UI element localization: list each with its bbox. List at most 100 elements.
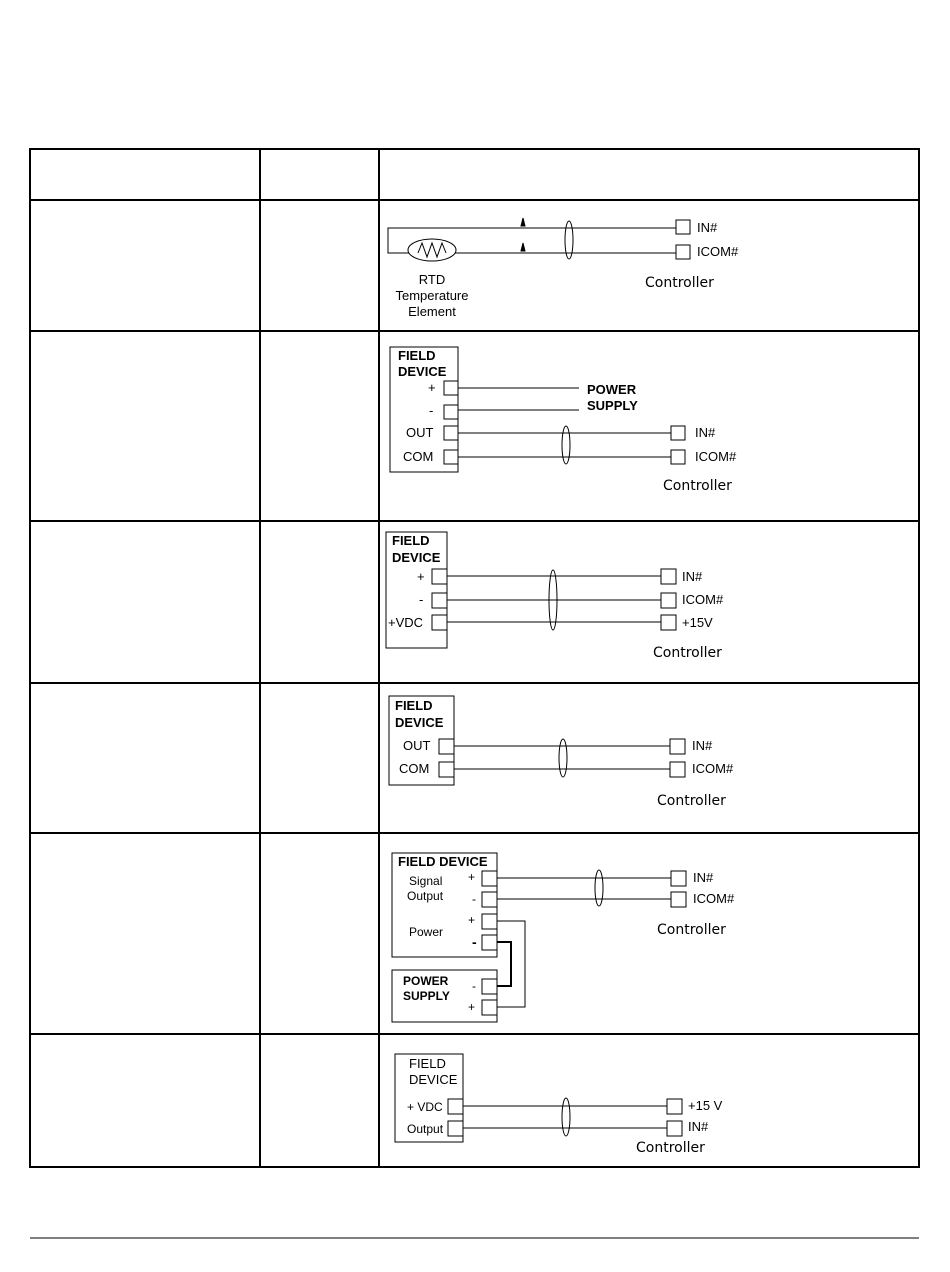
power-supply-label-1: POWER — [587, 382, 637, 397]
controller-label: Controller — [657, 793, 726, 809]
terminal-15v — [660, 614, 677, 631]
terminal-in-label: IN# — [697, 220, 718, 235]
terminal-output — [447, 1120, 464, 1137]
rtd-wiring-diagram: IN# ICOM# Controller RTD Temperature Ele… — [387, 217, 739, 319]
terminal-plus — [443, 380, 459, 396]
field-device-title-1: FIELD — [392, 533, 430, 548]
terminal-power-minus — [481, 934, 498, 951]
com-label: COM — [403, 449, 433, 464]
controller-label: Controller — [657, 922, 726, 938]
terminal-in — [669, 738, 686, 755]
vdc-label: +VDC — [388, 615, 423, 630]
table-outline — [29, 148, 920, 1168]
wire-marker-icon — [520, 217, 526, 227]
power-supply-label-2: SUPPLY — [587, 398, 638, 413]
controller-label: Controller — [645, 275, 714, 291]
power-supply-label-2: SUPPLY — [403, 989, 450, 1003]
terminal-out — [438, 738, 455, 755]
terminal-in-label: IN# — [688, 1119, 709, 1134]
rtd-element-symbol — [407, 238, 457, 262]
shield-ellipse-icon — [548, 569, 558, 631]
terminal-in-label: IN# — [693, 870, 714, 885]
terminal-out — [443, 425, 459, 441]
out-label: OUT — [403, 738, 431, 753]
terminal-in — [670, 870, 687, 887]
terminal-in-label: IN# — [692, 738, 713, 753]
external-power-diagram: FIELD DEVICE Signal Output Power + - + -… — [391, 852, 735, 1023]
rtd-temperature-label: Temperature — [396, 288, 469, 303]
terminal-vdc — [431, 614, 448, 631]
terminal-in — [675, 219, 691, 235]
wire-marker-icon — [520, 242, 526, 252]
terminal-icom-label: ICOM# — [695, 449, 737, 464]
terminal-icom — [660, 592, 677, 609]
field-device-title-2: DEVICE — [392, 550, 441, 565]
field-device-title-2: DEVICE — [409, 1072, 458, 1087]
controller-label: Controller — [636, 1140, 705, 1156]
terminal-icom — [670, 449, 686, 465]
signal-plus-label: + — [468, 870, 475, 884]
power-minus-wire — [497, 941, 512, 987]
terminal-icom-label: ICOM# — [692, 761, 734, 776]
terminal-vdc — [447, 1098, 464, 1115]
terminal-in-label: IN# — [695, 425, 716, 440]
terminal-in — [670, 425, 686, 441]
shield-ellipse-icon — [561, 425, 571, 465]
terminal-in — [660, 568, 677, 585]
rtd-element-label: Element — [408, 304, 456, 319]
terminal-icom — [670, 891, 687, 908]
power-plus-wire — [497, 920, 526, 1008]
signal-output-label-1: Signal — [409, 874, 442, 888]
terminal-15v-label: +15 V — [688, 1098, 723, 1113]
power-plus-label: + — [468, 913, 475, 927]
terminal-supply-minus — [481, 978, 498, 995]
terminal-signal-plus — [481, 870, 498, 887]
power-supply-box — [391, 969, 498, 1023]
terminal-minus — [431, 592, 448, 609]
terminal-signal-minus — [481, 891, 498, 908]
terminal-icom-label: ICOM# — [697, 244, 739, 259]
minus-label: - — [429, 403, 433, 418]
minus-label: - — [419, 592, 423, 607]
vdc-label: + VDC — [407, 1100, 443, 1114]
resistor-zigzag-icon — [417, 241, 447, 259]
power-label: Power — [409, 925, 443, 939]
loop-powered-diagram: FIELD DEVICE + VDC Output +15 V IN# Cont… — [394, 1053, 723, 1156]
power-minus-label: - — [472, 934, 477, 950]
field-device-title-1: FIELD — [395, 698, 433, 713]
shield-ellipse-icon — [594, 869, 604, 907]
out-label: OUT — [406, 425, 434, 440]
controller-label: Controller — [653, 645, 722, 661]
signal-minus-label: - — [472, 892, 476, 906]
terminal-icom-label: ICOM# — [693, 891, 735, 906]
terminal-in-label: IN# — [682, 569, 703, 584]
terminal-icom — [669, 761, 686, 778]
supply-minus-label: - — [472, 979, 476, 993]
terminal-power-plus — [481, 913, 498, 930]
terminal-15v — [666, 1098, 683, 1115]
field-device-box — [391, 852, 498, 958]
supply-plus-label: + — [468, 1000, 475, 1014]
terminal-icom — [675, 244, 691, 260]
terminal-plus — [431, 568, 448, 585]
controller-label: Controller — [663, 478, 732, 494]
rtd-wire-loop — [387, 227, 676, 254]
shield-ellipse-icon — [564, 220, 574, 260]
power-supply-label-1: POWER — [403, 974, 449, 988]
terminal-minus — [443, 404, 459, 420]
two-wire-diagram: FIELD DEVICE OUT COM IN# ICOM# Controlle… — [388, 695, 734, 809]
plus-label: + — [428, 380, 436, 395]
shield-ellipse-icon — [561, 1097, 571, 1137]
terminal-com — [438, 761, 455, 778]
terminal-com — [443, 449, 459, 465]
table-grid — [29, 148, 920, 1168]
terminal-supply-plus — [481, 999, 498, 1016]
four-wire-diagram: FIELD DEVICE + - OUT COM POWER SUPPLY IN… — [389, 346, 737, 494]
field-device-title-2: DEVICE — [398, 364, 447, 379]
com-label: COM — [399, 761, 429, 776]
field-device-title-2: DEVICE — [395, 715, 444, 730]
three-wire-diagram: FIELD DEVICE + - +VDC IN# ICOM# +15V Con… — [385, 531, 724, 661]
shield-ellipse-icon — [558, 738, 568, 778]
